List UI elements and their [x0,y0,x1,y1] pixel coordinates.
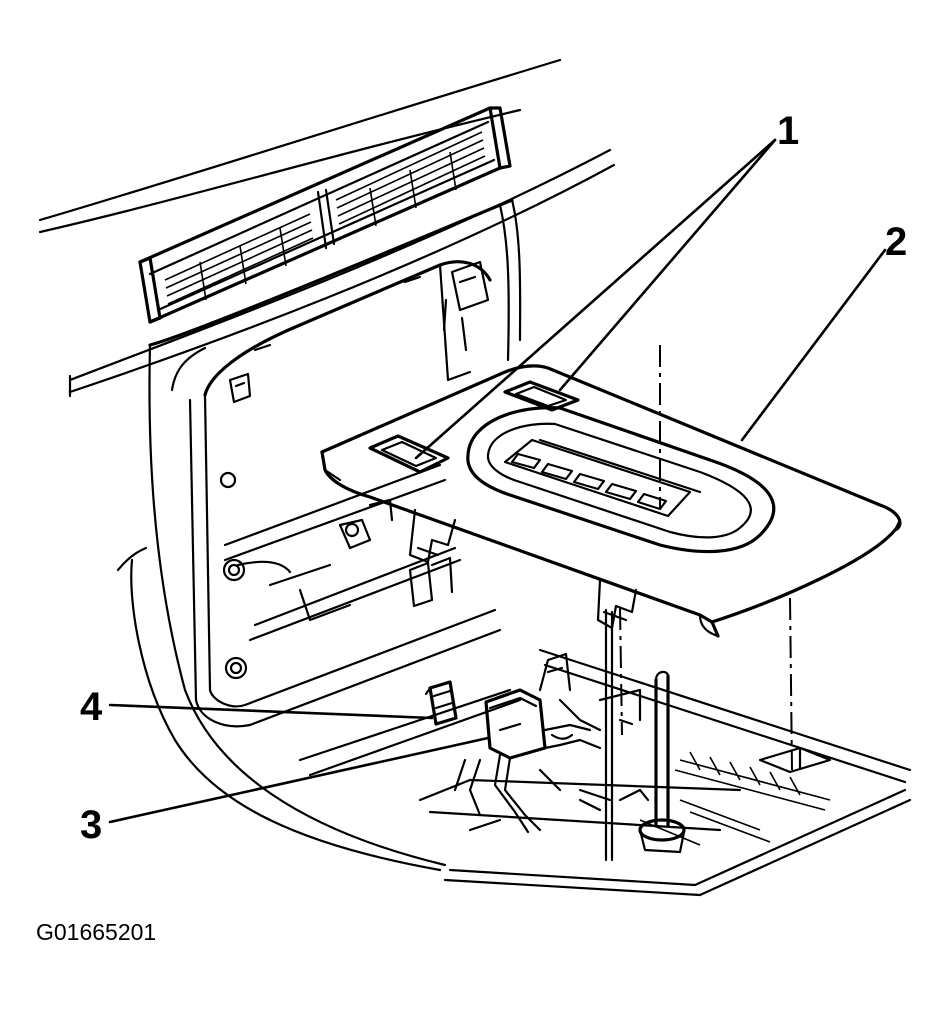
air-vent-grille [138,106,512,324]
dash-top-edge [38,58,616,398]
callout-3: 3 [80,803,102,847]
callout-1: 1 [777,109,799,153]
radio-cavity [219,260,490,680]
alignment-lines [604,345,793,862]
console-trim-plate [320,364,902,638]
callout-4: 4 [80,685,103,729]
shifter-base-floor [298,648,912,897]
leader-lines [108,138,887,824]
wiring-harness [453,652,602,834]
callout-2: 2 [885,220,907,264]
harness-clip [424,680,458,726]
center-console-bezel [116,198,522,872]
figure-id: G01665201 [36,919,156,945]
